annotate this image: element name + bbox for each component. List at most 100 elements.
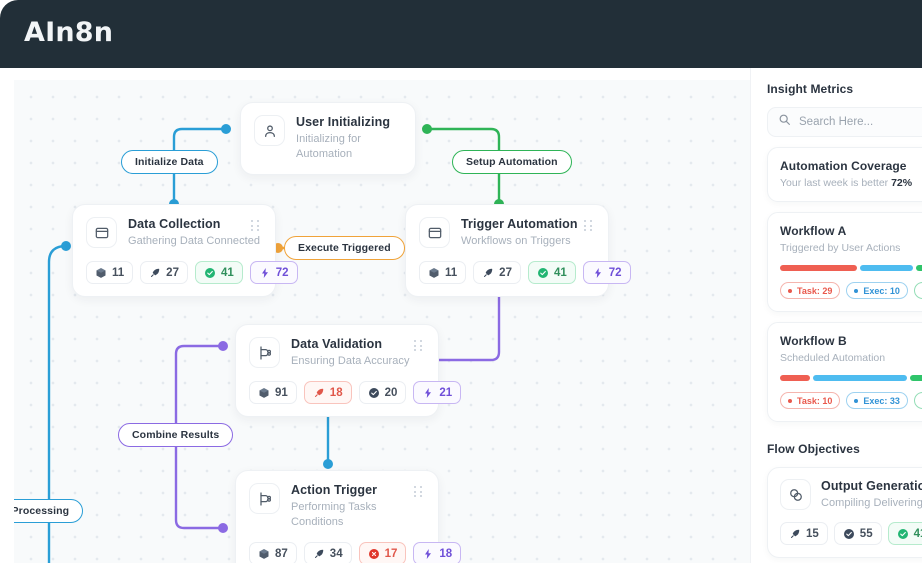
chip-rocket[interactable]: 34 (303, 542, 352, 563)
card-title: Output Generation (821, 479, 922, 493)
card-title: Automation Coverage (780, 159, 907, 173)
node-subtitle: Initializing for Automation (296, 133, 361, 160)
chip-value: 41 (220, 266, 234, 279)
card-title: Workflow B (780, 334, 847, 348)
bar-segment (910, 375, 922, 381)
chip-value: 72 (275, 266, 289, 279)
chip-value: 27 (499, 266, 512, 279)
coverage-value: 72% (891, 177, 913, 189)
objective-output-generation-card[interactable]: Output Generation Compiling Delivering (… (767, 467, 922, 558)
brand-logo: AIn8n (24, 17, 114, 48)
chip-value: 11 (445, 266, 458, 279)
drag-handle-icon[interactable] (414, 340, 425, 353)
search-bar[interactable] (767, 107, 922, 137)
node-title: Data Collection (128, 217, 221, 231)
flow-objectives-title: Flow Objectives (767, 442, 860, 456)
chip-rocket[interactable]: 18 (303, 381, 352, 404)
chip-rocket[interactable]: 27 (140, 261, 188, 284)
chip-value: 87 (275, 547, 288, 560)
card-subtitle: Your last week is better 72% (780, 177, 922, 189)
bar-segment (859, 265, 914, 271)
chip-bolt[interactable]: 72 (582, 261, 631, 284)
bar-segment (916, 265, 922, 271)
bar-segment (780, 375, 810, 381)
chip-cube[interactable]: 11 (86, 261, 134, 284)
automation-coverage-card[interactable]: Automation Coverage Your last week is be… (767, 147, 922, 202)
chip-check-dark[interactable]: 55 (833, 522, 882, 545)
chip-value: 15 (806, 527, 819, 540)
chip-value: 17 (384, 547, 398, 560)
tag-exec[interactable]: Exec: 33 (846, 392, 908, 409)
node-subtitle: Performing Tasks Conditions (291, 501, 377, 528)
node-data-validation[interactable]: Data Validation Ensuring Data Accuracy 9… (235, 324, 462, 417)
edge-label-extract-processing[interactable]: ct Processing (14, 499, 84, 523)
chip-value: 20 (384, 386, 398, 399)
edge-label-combine-results[interactable]: Combine Results (118, 423, 234, 447)
workflow-tags: Task: 10 Exec: 33 Done: 1 (780, 392, 922, 409)
edge-label-setup-automation[interactable]: Setup Automation (452, 150, 572, 174)
workflow-tags: Task: 29 Exec: 10 Done: 1 (780, 282, 922, 299)
drag-handle-icon[interactable] (584, 220, 595, 233)
tag-label: Exec: 33 (863, 395, 900, 406)
edge-label-execute-triggered[interactable]: Execute Triggered (284, 236, 405, 260)
edge-label-initialize-data[interactable]: Initialize Data (121, 150, 218, 174)
chip-rocket[interactable]: 27 (473, 261, 521, 284)
chip-cube[interactable]: 11 (419, 261, 467, 284)
chip-value: 18 (329, 386, 343, 399)
node-trigger-automation[interactable]: Trigger Automation Workflows on Triggers… (405, 204, 631, 297)
insight-panel: Insight Metrics Automation Coverage Your… (750, 68, 922, 563)
node-title: Action Trigger (291, 483, 378, 497)
search-icon (778, 113, 791, 131)
chip-value: 41 (913, 527, 922, 540)
user-icon (254, 115, 285, 146)
search-input[interactable] (799, 116, 922, 128)
node-user-initializing[interactable]: User Initializing Initializing for Autom… (240, 102, 416, 175)
workflow-b-card[interactable]: Workflow B Scheduled Automation Task: 10… (767, 322, 922, 422)
node-chips: 11 27 41 72 (419, 261, 631, 284)
tag-done[interactable]: Done: 1 (913, 392, 922, 409)
card-title: Workflow A (780, 224, 847, 238)
chip-value: 41 (553, 266, 567, 279)
workflow-a-card[interactable]: Workflow A Triggered by User Actions Tas… (767, 212, 922, 312)
objective-chips: 15 55 41 (780, 522, 922, 545)
chip-bolt[interactable]: 72 (249, 261, 298, 284)
chip-cube[interactable]: 87 (249, 542, 297, 563)
chip-check[interactable]: 41 (887, 522, 922, 545)
chip-check-dark[interactable]: 20 (358, 381, 407, 404)
node-action-trigger[interactable]: Action Trigger Performing Tasks Conditio… (235, 470, 462, 563)
window-icon (419, 217, 450, 248)
card-subtitle: Triggered by User Actions (780, 242, 901, 254)
branch-icon (249, 337, 280, 368)
node-title: Data Validation (291, 337, 383, 351)
node-chips: 91 18 20 21 (249, 381, 462, 404)
node-chips: 87 34 17 18 (249, 542, 462, 563)
chip-times[interactable]: 17 (358, 542, 407, 563)
chip-value: 72 (608, 266, 622, 279)
chip-bolt[interactable]: 18 (413, 542, 462, 563)
drag-handle-icon[interactable] (414, 486, 425, 499)
tag-done[interactable]: Done: 1 (913, 282, 922, 299)
chip-bolt[interactable]: 21 (413, 381, 462, 404)
flow-canvas[interactable]: User Initializing Initializing for Autom… (14, 80, 750, 563)
drag-handle-icon[interactable] (251, 220, 262, 233)
chip-check[interactable]: 41 (194, 261, 243, 284)
card-subtitle: Compiling Delivering ( (821, 497, 922, 509)
tag-exec[interactable]: Exec: 10 (846, 282, 908, 299)
tag-label: Task: 29 (797, 285, 833, 296)
chip-value: 91 (275, 386, 288, 399)
chip-rocket[interactable]: 15 (780, 522, 828, 545)
chip-value: 55 (859, 527, 873, 540)
node-title: Trigger Automation (461, 217, 578, 231)
node-subtitle: Ensuring Data Accuracy (291, 355, 410, 367)
tag-task[interactable]: Task: 10 (780, 392, 841, 409)
chip-value: 11 (112, 266, 125, 279)
tag-task[interactable]: Task: 29 (780, 282, 841, 299)
window-icon (86, 217, 117, 248)
chip-value: 18 (439, 547, 453, 560)
node-data-collection[interactable]: Data Collection Gathering Data Connected… (72, 204, 298, 297)
chip-cube[interactable]: 91 (249, 381, 297, 404)
node-chips: 11 27 41 72 (86, 261, 298, 284)
progress-bar (780, 375, 922, 381)
chip-check[interactable]: 41 (527, 261, 576, 284)
